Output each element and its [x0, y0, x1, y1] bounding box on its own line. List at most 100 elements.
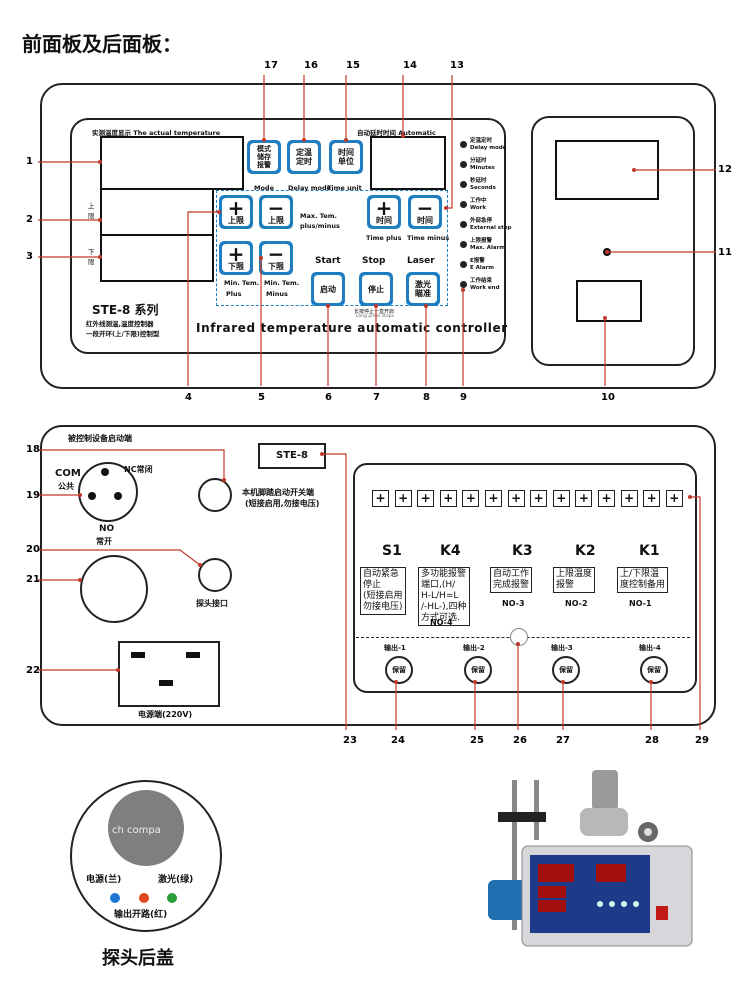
- foot-switch-label: 本机脚踏启动开关端: [242, 488, 314, 497]
- time-plus-text: Time plus: [366, 234, 402, 242]
- time-minus-text: Time minus: [407, 234, 450, 242]
- model-subtitle-1: 红外线测温,温度控制器: [86, 320, 154, 328]
- leader-dot: [605, 250, 609, 254]
- callout-number: 22: [26, 665, 40, 676]
- led-label-en: External stop: [470, 225, 512, 231]
- callout-number: 19: [26, 490, 40, 501]
- max-tem-text: Max. Tem.: [300, 212, 338, 220]
- upper-minus-key[interactable]: −上限: [259, 195, 293, 229]
- upper-display-label: 上限: [88, 202, 95, 220]
- mode-text: Mode: [254, 184, 274, 192]
- stop-key[interactable]: 停止: [359, 272, 393, 306]
- leader-line: [187, 211, 219, 386]
- leader-line: [38, 549, 201, 566]
- relay-description: 自动紧急 停止 (短接启用 勿接电压): [360, 567, 406, 615]
- time-plus-key[interactable]: +时间: [367, 195, 401, 229]
- leader-dot: [394, 680, 398, 684]
- callout-number: 21: [26, 574, 40, 585]
- relay-pin-1: [101, 468, 109, 476]
- no-label: NO: [99, 524, 115, 534]
- automatic-label: 自动延时时间 Automatic: [357, 129, 436, 137]
- laser-key[interactable]: 激光 瞄准: [406, 272, 440, 306]
- lower-minus-key[interactable]: −下限: [259, 241, 293, 275]
- led-label-en: Minutes: [470, 165, 495, 171]
- back-panel: [40, 425, 716, 726]
- relay-description: 自动工作 完成报警: [490, 567, 533, 593]
- terminal-screw: +: [417, 490, 435, 507]
- com-label: COM: [55, 468, 81, 479]
- terminal-screw: +: [507, 490, 525, 507]
- led-label-cn: E报警: [470, 258, 485, 264]
- lower-plus-label: 下限: [228, 261, 244, 271]
- plus-icon: +: [375, 195, 393, 220]
- meter-window: [555, 140, 659, 200]
- relay-no-label: NO-4: [430, 618, 453, 627]
- probe-laser-label: 激光(绿): [158, 875, 194, 885]
- led-label-en: Delay mode: [470, 145, 507, 151]
- leader-dot: [98, 160, 102, 164]
- leader-dot: [78, 578, 82, 582]
- probe-watermark: ch compa: [112, 825, 161, 836]
- start-text: Start: [315, 256, 341, 266]
- callout-number: 27: [556, 735, 570, 746]
- probe-title: 探头后盖: [102, 948, 174, 969]
- led-label-cn: 工作结束: [470, 278, 493, 284]
- min-tem-text-2: Min. Tem.: [264, 279, 300, 287]
- callout-number: 2: [26, 214, 33, 225]
- led-indicator: [460, 141, 467, 148]
- delay-mode-key[interactable]: 定温 定时: [287, 140, 321, 174]
- lower-plus-key[interactable]: +下限: [219, 241, 253, 275]
- leader-dot: [374, 304, 378, 308]
- delay-mode-text: Delay mode: [288, 184, 332, 192]
- time-unit-key[interactable]: 时间 单位: [329, 140, 363, 174]
- fuse-connector: [80, 555, 148, 623]
- upper-plus-key[interactable]: +上限: [219, 195, 253, 229]
- led-indicator: [460, 221, 467, 228]
- back-right-inner: [353, 463, 697, 693]
- power-label: 电源端(220V): [138, 710, 193, 719]
- callout-number: 12: [718, 164, 732, 175]
- mode-alarm-key[interactable]: 模式 储存 报警: [247, 140, 281, 174]
- leader-dot: [198, 563, 202, 567]
- probe-port-label: 探头接口: [196, 599, 228, 608]
- socket-slot-3: [159, 680, 173, 686]
- front-banner: Infrared temperature automatic controlle…: [196, 321, 508, 335]
- terminal-screw: +: [643, 490, 661, 507]
- output-keep-connector: 保留: [640, 656, 668, 684]
- leader-dot: [632, 168, 636, 172]
- power-switch[interactable]: [576, 280, 642, 322]
- callout-number: 7: [373, 392, 380, 403]
- terminal-screw: +: [394, 490, 412, 507]
- leader-dot: [603, 316, 607, 320]
- terminal-screw: +: [552, 490, 570, 507]
- led-label-cn: 工作中: [470, 198, 487, 204]
- start-key[interactable]: 启动: [311, 272, 345, 306]
- leader-dot: [222, 478, 226, 482]
- leader-dot: [561, 680, 565, 684]
- relay-no-label: NO-1: [629, 599, 652, 608]
- callout-number: 5: [258, 392, 265, 403]
- callout-number: 3: [26, 251, 33, 262]
- led-indicator: [460, 261, 467, 268]
- probe-output-label: 输出开路(红): [114, 910, 168, 920]
- leader-dot: [78, 493, 82, 497]
- callout-number: 20: [26, 544, 40, 555]
- delay-key-label: 定温 定时: [290, 143, 318, 171]
- led-indicator: [460, 241, 467, 248]
- leader-dot: [688, 495, 692, 499]
- callout-number: 15: [346, 60, 360, 71]
- led-indicator: [460, 201, 467, 208]
- leader-dot: [461, 288, 465, 292]
- callout-number: 4: [185, 392, 192, 403]
- plus-icon: +: [227, 241, 245, 266]
- lower-display-label: 下限: [88, 248, 95, 266]
- leader-line: [690, 496, 701, 730]
- laser-text: Laser: [407, 256, 435, 266]
- output-label: 输出-4: [639, 644, 661, 652]
- led-label-en: Work end: [470, 285, 500, 291]
- time-minus-key[interactable]: −时间: [408, 195, 442, 229]
